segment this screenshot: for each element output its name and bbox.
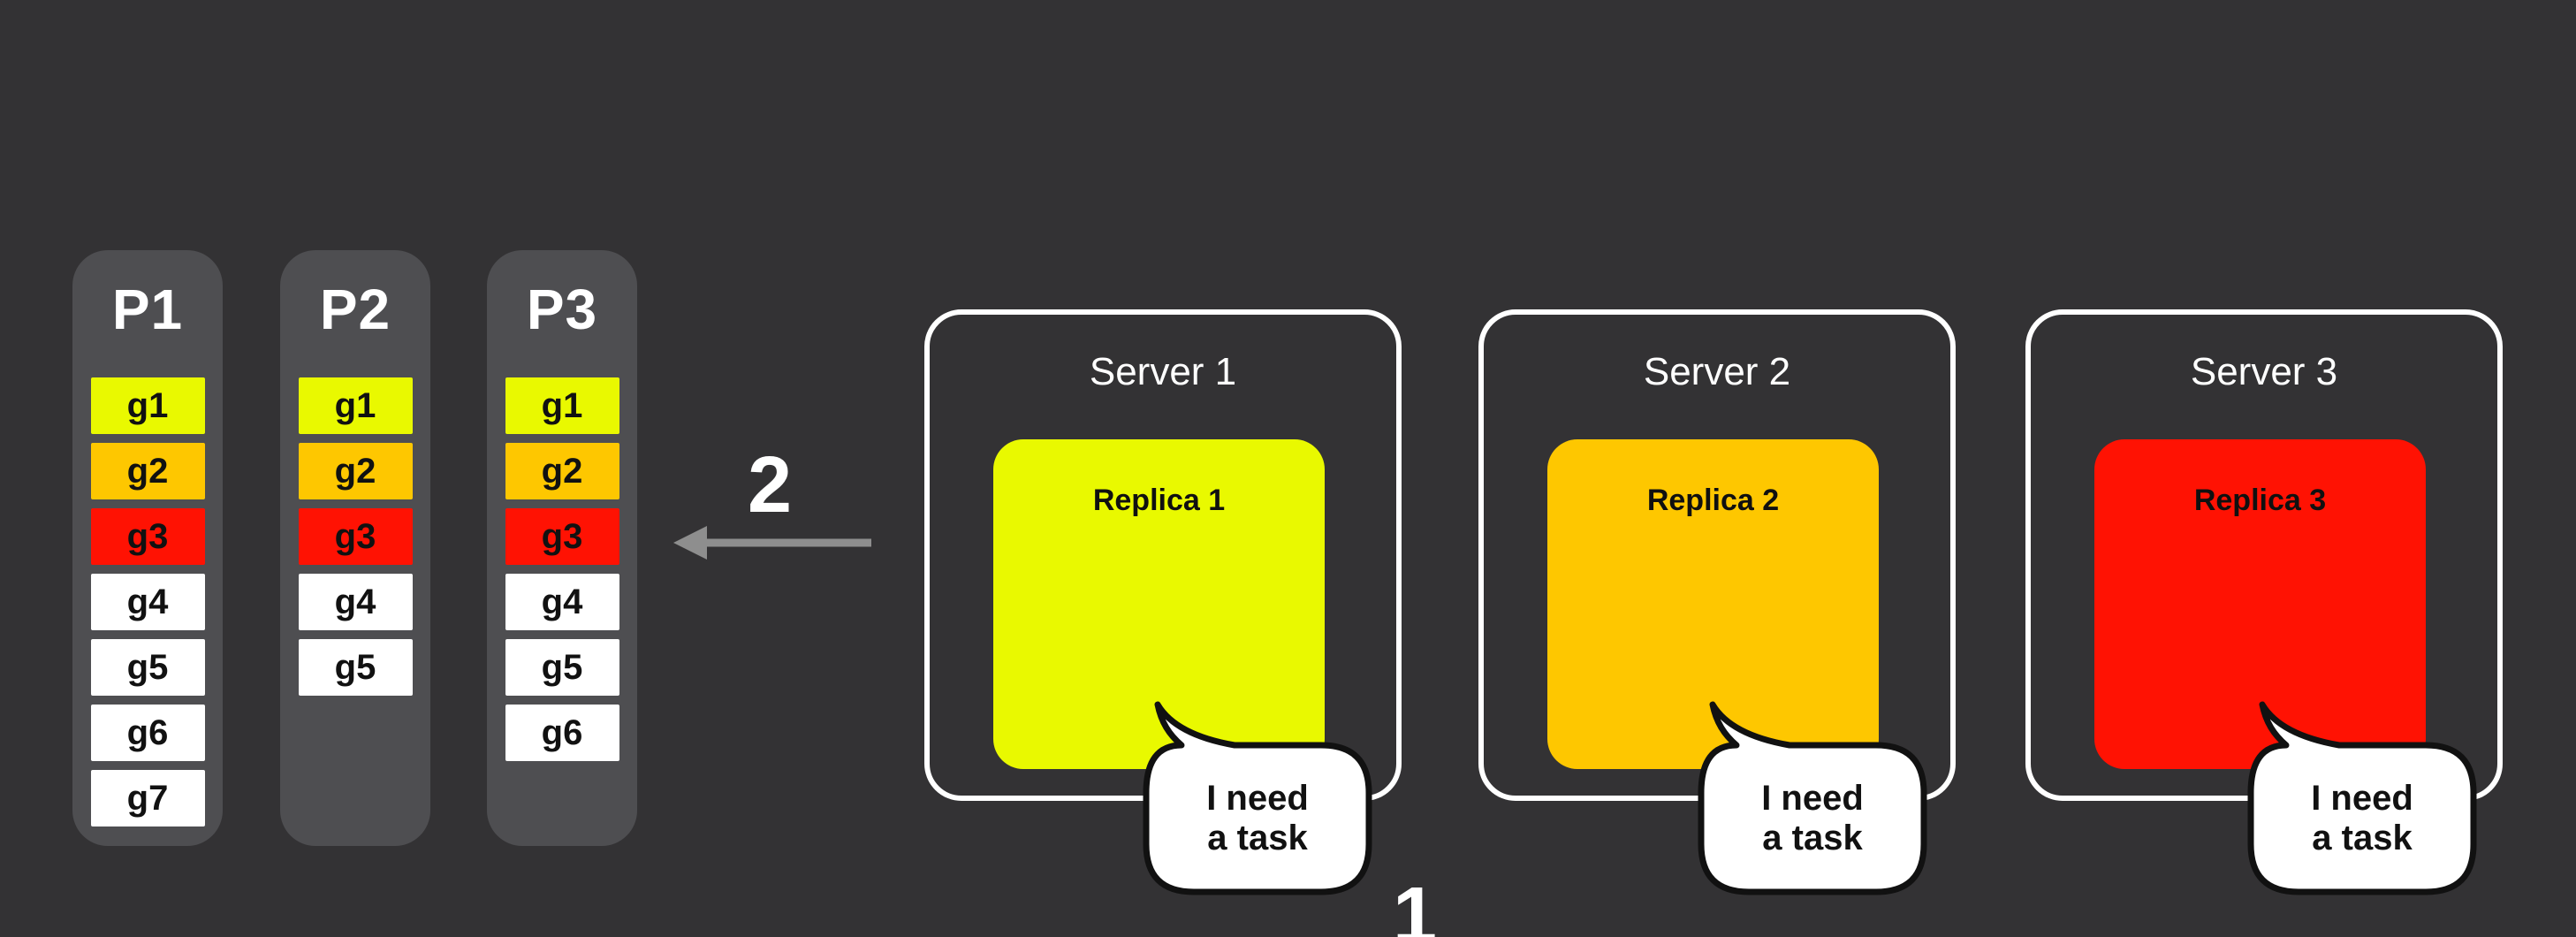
- bubble-text: I need a task: [2247, 745, 2477, 892]
- bubble-line-1: I need: [2311, 779, 2413, 819]
- bubble-line-1: I need: [1206, 779, 1309, 819]
- task-list: g1 g2 g3 g4 g5: [280, 377, 430, 696]
- bubble-text: I need a task: [1143, 745, 1372, 892]
- task-cell: g3: [298, 508, 413, 565]
- replica-1-box: Replica 1: [993, 439, 1325, 769]
- step-2-number: 2: [748, 441, 793, 529]
- task-cell: g7: [90, 770, 205, 827]
- task-cell: g3: [505, 508, 619, 565]
- left-arrow-icon: [673, 526, 871, 560]
- replica-label: Replica 1: [1092, 484, 1226, 517]
- speech-bubble-2: I need a task: [1698, 701, 1927, 895]
- partition-title: P2: [319, 278, 391, 341]
- bubble-line-2: a task: [1207, 819, 1308, 857]
- task-cell: g4: [298, 574, 413, 630]
- task-list: g1 g2 g3 g4 g5 g6: [487, 377, 637, 761]
- speech-bubble-icon: [2247, 701, 2477, 895]
- task-cell: g4: [90, 574, 205, 630]
- server-title: Server 1: [1089, 350, 1237, 393]
- task-cell: g5: [90, 639, 205, 696]
- task-cell: g5: [298, 639, 413, 696]
- replica-3-box: Replica 3: [2094, 439, 2426, 769]
- speech-bubble-icon: [1698, 701, 1927, 895]
- task-list: g1 g2 g3 g4 g5 g6 g7: [72, 377, 223, 827]
- task-cell: g6: [505, 705, 619, 761]
- bubble-text: I need a task: [1698, 745, 1927, 892]
- server-1-box: Server 1 Replica 1: [924, 309, 1402, 801]
- bubble-line-2: a task: [2312, 819, 2413, 857]
- speech-bubble-1: I need a task: [1143, 701, 1372, 895]
- task-cell: g2: [90, 443, 205, 499]
- partition-title: P1: [111, 278, 184, 341]
- task-cell: g1: [505, 377, 619, 434]
- task-cell: g5: [505, 639, 619, 696]
- bubble-line-2: a task: [1762, 819, 1863, 857]
- server-title: Server 3: [2190, 350, 2338, 393]
- task-cell: g1: [298, 377, 413, 434]
- replica-label: Replica 2: [1646, 484, 1780, 517]
- speech-bubble-3: I need a task: [2247, 701, 2477, 895]
- server-title: Server 2: [1643, 350, 1791, 393]
- partition-p2: P2 g1 g2 g3 g4 g5: [280, 250, 430, 846]
- step-1-number: 1: [1393, 872, 1438, 937]
- server-3-box: Server 3 Replica 3: [2025, 309, 2503, 801]
- speech-bubble-icon: [1143, 701, 1372, 895]
- replica-label: Replica 3: [2193, 484, 2327, 517]
- partition-p3: P3 g1 g2 g3 g4 g5 g6: [487, 250, 637, 846]
- task-cell: g3: [90, 508, 205, 565]
- partition-p1: P1 g1 g2 g3 g4 g5 g6 g7: [72, 250, 223, 846]
- task-cell: g2: [505, 443, 619, 499]
- partition-title: P3: [526, 278, 598, 341]
- bubble-line-1: I need: [1761, 779, 1864, 819]
- task-cell: g2: [298, 443, 413, 499]
- task-cell: g4: [505, 574, 619, 630]
- task-cell: g1: [90, 377, 205, 434]
- task-cell: g6: [90, 705, 205, 761]
